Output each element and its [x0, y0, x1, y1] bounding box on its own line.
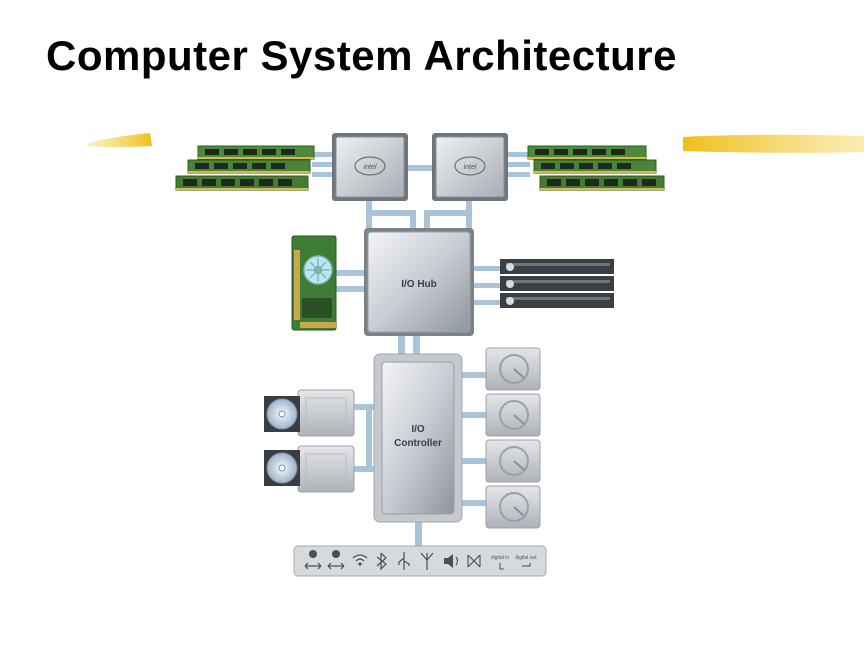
optical-drive-2 [264, 445, 355, 493]
bus-lines [312, 152, 530, 548]
cpu-left: intel [332, 133, 408, 201]
memory-modules-right [527, 145, 665, 191]
io-hub-label: I/O Hub [401, 279, 437, 290]
hard-drive-4 [485, 485, 541, 529]
hard-drive-2 [485, 393, 541, 437]
cpu-left-logo: intel [364, 164, 377, 171]
io-controller-label-line1: I/O [411, 424, 425, 435]
wifi-icon [352, 554, 368, 566]
usb-icon [398, 552, 410, 570]
optical-drive-1 [264, 389, 355, 437]
digital-out-label: digital out [515, 555, 537, 561]
slide-title: Computer System Architecture [46, 32, 677, 79]
digital-in-label: digital in [491, 555, 510, 561]
pci-slots [500, 259, 614, 308]
accent-brush-right [683, 134, 864, 153]
port-1-arrow-icon [304, 562, 322, 570]
io-hub-chip: I/O Hub [364, 228, 474, 336]
speaker-icon [444, 554, 459, 568]
port-strip: digital in digital out [293, 545, 547, 577]
network-icon [420, 552, 434, 570]
firewire-icon [467, 554, 481, 568]
digital-in-icon [499, 563, 504, 570]
accent-brush-left [88, 133, 152, 147]
expansion-card [291, 235, 337, 331]
digital-out-icon [522, 563, 531, 567]
cpu-right: intel [432, 133, 508, 201]
cpu-right-logo: intel [464, 164, 477, 171]
hard-drive-1 [485, 347, 541, 391]
bluetooth-icon [376, 552, 387, 571]
memory-modules-left [175, 145, 315, 191]
io-controller-chip: I/O Controller [373, 353, 463, 523]
port-2-arrow-icon [327, 562, 345, 570]
port-2-icon [332, 550, 340, 558]
io-controller-label-line2: Controller [394, 438, 442, 449]
hard-drive-3 [485, 439, 541, 483]
port-1-icon [309, 550, 317, 558]
